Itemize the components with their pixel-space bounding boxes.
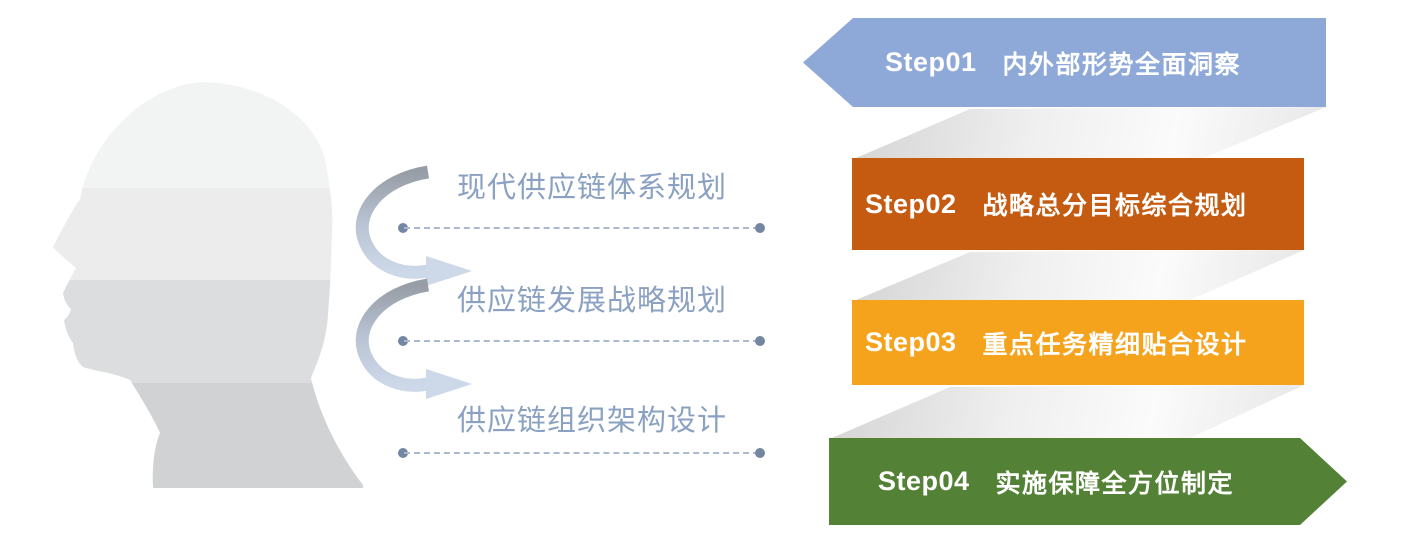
head-band-3 xyxy=(53,280,363,383)
dotted-connector-3 xyxy=(398,448,765,458)
ribbon-swoosh-3 xyxy=(832,385,1304,438)
connector-dot-icon xyxy=(398,448,408,458)
step-banner-4: Step04 实施保障全方位制定 xyxy=(829,438,1347,525)
ribbon-swoosh-2 xyxy=(856,250,1304,300)
dashed-line xyxy=(404,227,759,229)
step-banner-2: Step02 战略总分目标综合规划 xyxy=(852,158,1304,250)
connector-dot-icon xyxy=(398,223,408,233)
connector-dot-icon xyxy=(755,448,765,458)
connector-dot-icon xyxy=(398,336,408,346)
dotted-connector-2 xyxy=(398,336,765,346)
dotted-connector-1 xyxy=(398,223,765,233)
head-band-2 xyxy=(53,188,363,280)
middle-item-label-2: 供应链发展战略规划 xyxy=(457,285,728,317)
step-title-label: 实施保障全方位制定 xyxy=(995,469,1235,498)
head-band-4 xyxy=(53,383,363,488)
connector-dot-icon xyxy=(755,223,765,233)
step-title-label: 重点任务精细贴合设计 xyxy=(982,330,1248,359)
step-banner-1: Step01 内外部形势全面洞察 xyxy=(803,18,1326,107)
step-id-label: Step02 xyxy=(865,188,957,219)
head-silhouette-icon xyxy=(53,82,363,488)
dashed-line xyxy=(404,452,759,454)
head-band-1 xyxy=(53,82,363,188)
step-title-label: 战略总分目标综合规划 xyxy=(982,192,1248,220)
step-title-label: 内外部形势全面洞察 xyxy=(1002,50,1242,79)
ribbon-swoosh-1 xyxy=(856,107,1326,158)
curved-arrows-group xyxy=(355,165,472,399)
middle-item-label-1: 现代供应链体系规划 xyxy=(457,172,728,204)
step-id-label: Step03 xyxy=(865,327,957,357)
step-id-label: Step04 xyxy=(878,466,970,496)
curved-arrow-icon xyxy=(355,278,472,399)
step-banner-3: Step03 重点任务精细贴合设计 xyxy=(852,300,1304,385)
curved-arrow-icon xyxy=(355,165,472,286)
step-id-label: Step01 xyxy=(885,47,977,77)
dashed-line xyxy=(404,340,759,342)
connector-dot-icon xyxy=(755,336,765,346)
middle-item-label-3: 供应链组织架构设计 xyxy=(457,405,728,437)
